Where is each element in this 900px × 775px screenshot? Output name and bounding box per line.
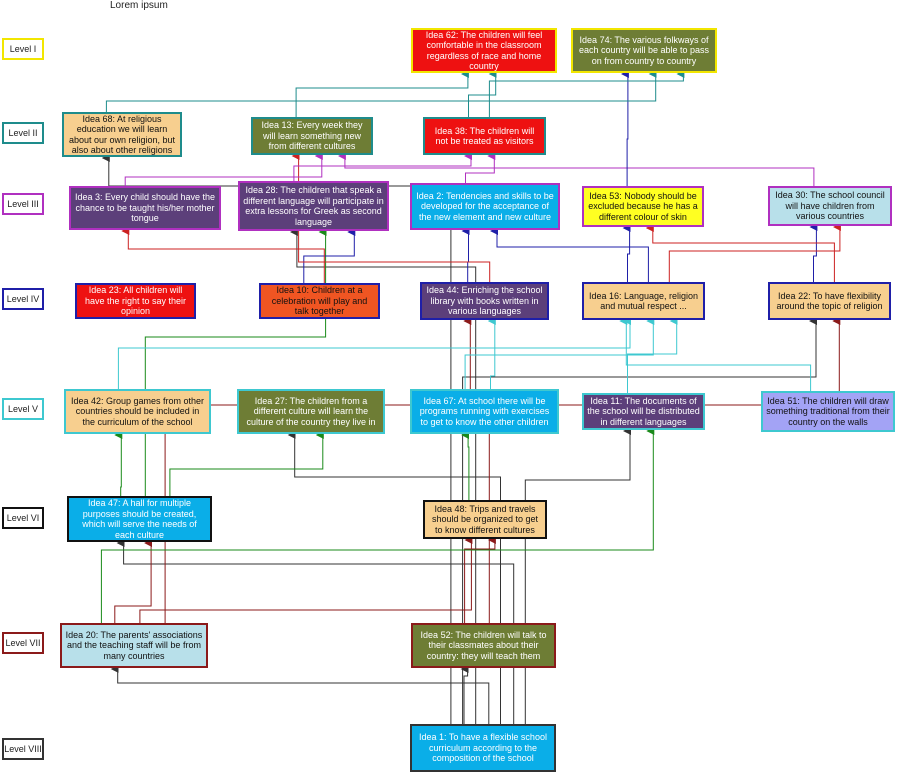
idea-23-box: Idea 23: All children will have the righ… (75, 283, 196, 319)
idea-10-box: Idea 10: Children at a celebration will … (259, 283, 380, 319)
level-label-4: Level IV (2, 288, 44, 310)
idea-47-box: Idea 47: A hall for multiple purposes sh… (67, 496, 212, 542)
idea-28-box: Idea 28: The children that speak a diffe… (238, 181, 389, 231)
idea-42-box: Idea 42: Group games from other countrie… (64, 389, 211, 434)
level-label-8: Level VIII (2, 738, 44, 760)
link-i20-to-i48 (139, 536, 473, 623)
link-i1-to-i11 (524, 427, 631, 724)
idea-22-box: Idea 22: To have flexibility around the … (768, 282, 891, 320)
link-i22-to-i53 (645, 224, 835, 282)
idea-74-box: Idea 74: The various folkways of each co… (571, 28, 717, 73)
link-i10-to-i3 (121, 227, 325, 283)
link-i48-to-i67 (461, 431, 470, 500)
link-i16-to-i2 (490, 227, 649, 282)
idea-2-box: Idea 2: Tendencies and skills to be deve… (410, 183, 560, 230)
link-i1-to-i20 (110, 665, 490, 724)
link-i2-to-i38 (465, 152, 496, 183)
link-i47-to-i42 (114, 431, 123, 496)
link-i1-to-i52 (460, 665, 469, 724)
idea-67-box: Idea 67: At school there will be program… (410, 389, 559, 434)
link-i47-to-i27 (169, 431, 324, 496)
link-i44-to-i2 (461, 227, 470, 282)
level-label-5: Level V (2, 398, 44, 420)
link-i42-to-i16 (117, 317, 631, 389)
link-i47-to-i28 (144, 228, 327, 496)
link-i52-to-i44 (463, 317, 490, 623)
link-i38-to-i74 (488, 70, 685, 117)
idea-68-box: Idea 68: At religious education we will … (62, 112, 182, 157)
link-i11-to-i16 (627, 317, 678, 393)
link-i16-to-i53 (622, 224, 631, 282)
link-i67-to-i44 (487, 317, 496, 389)
idea-3-box: Idea 3: Every child should have the chan… (69, 186, 221, 230)
link-i30-to-i13 (337, 152, 815, 186)
idea-20-box: Idea 20: The parents' associations and t… (60, 623, 208, 668)
level-label-2: Level II (2, 122, 44, 144)
idea-16-box: Idea 16: Language, religion and mutual r… (582, 282, 705, 320)
idea-38-box: Idea 38: The children will not be treate… (423, 117, 546, 155)
idea-11-box: Idea 11: The documents of the school wil… (582, 393, 705, 430)
link-i13-to-i62 (295, 70, 469, 117)
level-label-1: Level I (2, 38, 44, 60)
link-i10-to-i28 (303, 228, 356, 283)
link-i20-to-i47 (114, 539, 153, 623)
idea-48-box: Idea 48: Trips and travels should be org… (423, 500, 547, 539)
link-i38-to-i62 (468, 70, 497, 117)
link-i28-to-i38 (293, 152, 472, 181)
level-label-6: Level VI (2, 507, 44, 529)
idea-27-box: Idea 27: The children from a different c… (237, 389, 385, 434)
link-i52-to-i48 (464, 536, 496, 623)
link-i16-to-i30 (668, 223, 841, 282)
idea-13-box: Idea 13: Every week they will learn some… (251, 117, 373, 155)
diagram-title: Lorem ipsum (110, 0, 168, 11)
link-i51-to-i16 (619, 317, 812, 391)
link-i22-to-i30 (809, 223, 818, 282)
idea-52-box: Idea 52: The children will talk to their… (411, 623, 556, 668)
level-label-3: Level III (2, 193, 44, 215)
idea-1-box: Idea 1: To have a flexible school curric… (410, 724, 556, 772)
link-i67-to-i16 (464, 317, 655, 389)
level-label-7: Level VII (2, 632, 44, 654)
idea-30-box: Idea 30: The school council will have ch… (768, 186, 892, 226)
link-i53-to-i74 (620, 70, 629, 186)
idea-51-box: Idea 51: The children will draw somethin… (761, 391, 895, 432)
idea-53-box: Idea 53: Nobody should be excluded becau… (582, 186, 704, 227)
link-i1-to-i27 (287, 431, 501, 724)
idea-62-box: Idea 62: The children will feel comforta… (411, 28, 557, 73)
idea-44-box: Idea 44: Enriching the school library wi… (420, 282, 549, 320)
link-i20-to-i22 (164, 317, 841, 623)
link-i20-to-i11 (100, 427, 655, 623)
link-i68-to-i74 (105, 70, 657, 112)
